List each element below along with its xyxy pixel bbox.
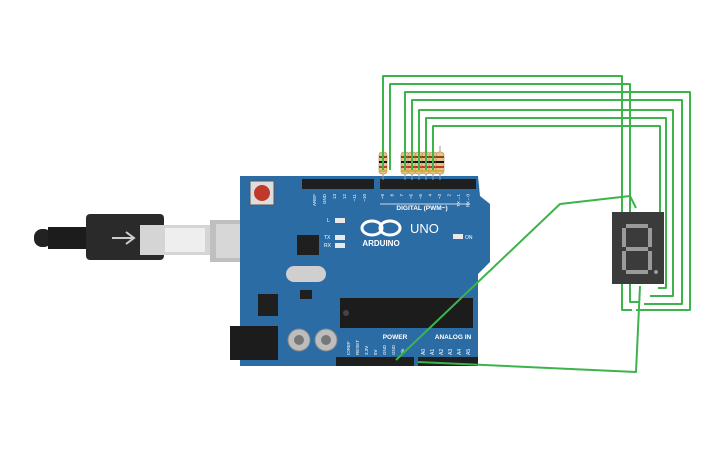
tx-led [335, 235, 345, 240]
tx-led-label: TX [324, 235, 331, 241]
digital-label: DIGITAL (PWM~) [396, 205, 447, 212]
power-pin-label: GND [382, 344, 387, 355]
wire-4 [411, 99, 683, 305]
power-pin-label: GND [391, 344, 396, 355]
reset-button-icon[interactable] [249, 180, 275, 206]
digital-pin-label: ~10 [362, 194, 367, 202]
digital-pin-label: RX←0 [466, 194, 471, 208]
resistor-icon[interactable] [435, 146, 445, 180]
model-label: UNO [410, 221, 439, 236]
digital-pin-label: 8 [390, 194, 395, 197]
digital-pin-label: 13 [332, 194, 337, 200]
analog-label: ANALOG IN [435, 334, 472, 341]
on-led-label: ON [465, 235, 473, 241]
crystal [286, 266, 326, 282]
analog-pin-label: A4 [457, 349, 463, 355]
digital-pin-label: 4 [428, 194, 433, 197]
wire-group[interactable] [382, 75, 691, 373]
brand-label: ARDUINO [362, 239, 399, 248]
analog-pin-label: A1 [430, 349, 436, 355]
l-led [335, 218, 345, 223]
power-pin-label: IOREF [346, 341, 351, 355]
wire-5 [418, 109, 674, 297]
power-pin-label: RESET [355, 340, 360, 355]
power-header [336, 357, 414, 366]
arduino-board[interactable]: AREF GND 13 12 ~11 ~10 ~9 8 7 ~6 ~5 4 ~3 2 TX→1 RX←0 DI… [230, 176, 490, 366]
wire-gnd-2 [417, 285, 641, 373]
rx-led [335, 243, 345, 248]
power-label: POWER [383, 334, 408, 341]
analog-pin-label: A2 [439, 349, 445, 355]
digital-pin-label: ~9 [380, 194, 385, 200]
usb-cable-icon[interactable] [34, 214, 270, 262]
wire-2 [389, 83, 640, 303]
display-digit [622, 224, 658, 274]
digital-pin-label: ~11 [352, 194, 357, 202]
digital-pin-label: 7 [399, 194, 404, 197]
analog-pin-label: A0 [421, 349, 427, 355]
wire-6 [425, 117, 667, 289]
digital-pin-label: TX→1 [456, 194, 461, 207]
digital-header [302, 179, 374, 189]
usb-chip [297, 235, 319, 255]
rx-led-label: RX [324, 243, 332, 249]
voltage-regulator [258, 294, 278, 316]
on-led [453, 234, 463, 239]
analog-pin-label: A5 [466, 349, 472, 355]
digital-pin-label: ~5 [418, 194, 423, 200]
l-led-label: L [327, 218, 330, 224]
wire-1 [382, 75, 632, 311]
power-jack[interactable] [230, 326, 278, 360]
seven-segment-display-icon[interactable]: 8 [600, 212, 664, 284]
power-pin-labels: IOREF RESET 3.3V 5V GND GND Vin [346, 340, 405, 355]
wire-3 [404, 91, 691, 311]
digital-header-2 [380, 179, 476, 189]
power-pin-label: Vin [400, 348, 405, 355]
power-pin-label: 5V [373, 349, 378, 355]
digital-pin-label: AREF [312, 194, 317, 206]
power-pin-label: 3.3V [364, 346, 369, 355]
digital-pin-labels: AREF GND 13 12 ~11 ~10 ~9 8 7 ~6 ~5 4 ~3 2 TX→1 RX←0 [312, 193, 471, 207]
digital-pin-label: 12 [342, 194, 347, 200]
digital-pin-label: ~3 [437, 194, 442, 200]
digital-pin-label: 2 [447, 194, 452, 197]
digital-pin-label: GND [322, 193, 327, 204]
atmega-chip [340, 298, 473, 328]
wire-gnd [395, 195, 637, 361]
analog-pin-label: A3 [448, 349, 454, 355]
arduino-logo: ARDUINO [360, 219, 402, 248]
digital-pin-label: ~6 [409, 194, 414, 200]
analog-header [418, 357, 478, 366]
